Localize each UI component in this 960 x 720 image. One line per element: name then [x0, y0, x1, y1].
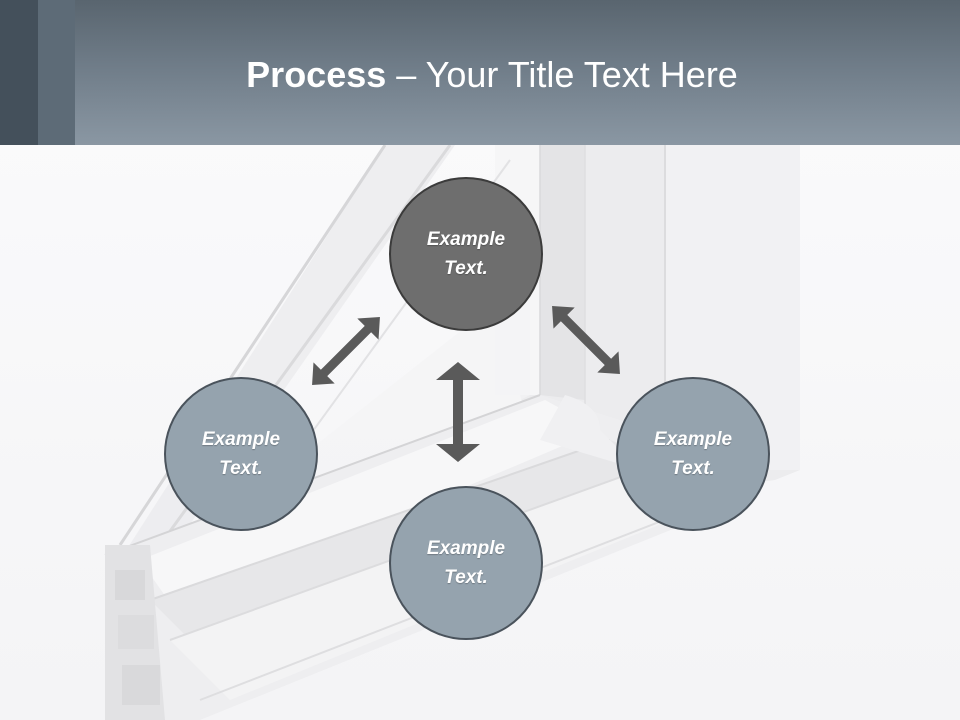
double-arrow-right: [552, 306, 620, 374]
center-node-line2: Text.: [444, 258, 488, 279]
title-bar: Process – Your Title Text Here: [0, 0, 960, 145]
double-arrow-left: [312, 317, 380, 385]
bottom-node-line1: Example: [426, 538, 506, 559]
double-arrow-down: [436, 362, 480, 462]
title-bold: Process: [246, 54, 387, 95]
left-node-line1: Example: [201, 429, 281, 450]
slide-title: Process – Your Title Text Here: [0, 52, 960, 98]
bottom-node-line2: Text.: [444, 567, 488, 588]
header-accent-dark: [0, 0, 38, 145]
left-node-line2: Text.: [219, 458, 263, 479]
right-node-line1: Example: [653, 429, 733, 450]
title-rest: – Your Title Text Here: [386, 54, 738, 95]
header-accent-mid: [38, 0, 75, 145]
center-node-line1: Example: [426, 229, 506, 250]
right-node-line2: Text.: [671, 458, 715, 479]
